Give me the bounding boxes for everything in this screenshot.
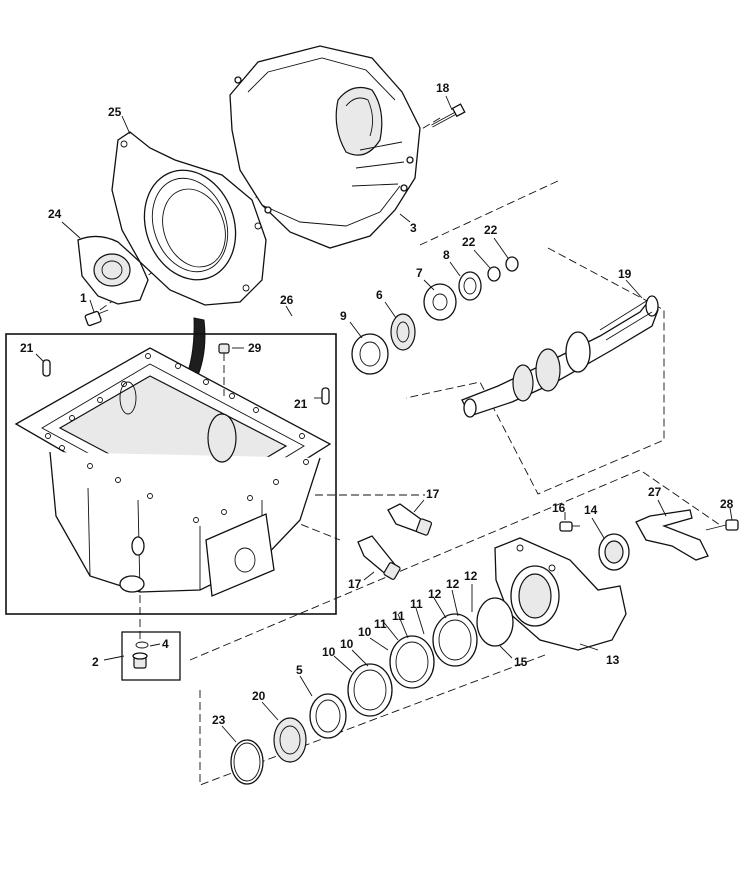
drain-plug-group [121, 631, 181, 681]
dowel-pins-part-21 [42, 359, 330, 405]
callout-28: 28 [720, 497, 734, 511]
callout-11-a: 11 [374, 617, 387, 631]
callout-13: 13 [606, 653, 620, 667]
callout-10-b: 10 [340, 637, 354, 651]
callout-12-b: 12 [446, 577, 460, 591]
callout-2: 2 [92, 655, 99, 669]
callout-15: 15 [514, 655, 528, 669]
callout-4: 4 [162, 637, 169, 651]
callout-14: 14 [584, 503, 598, 517]
callout-17-top: 17 [426, 487, 440, 501]
transmission-case [14, 347, 332, 597]
callout-27: 27 [648, 485, 662, 499]
cover-plate-part-24 [77, 235, 149, 305]
callout-29: 29 [248, 341, 262, 355]
callout-12-a: 12 [428, 587, 442, 601]
callout-25: 25 [108, 105, 122, 119]
callout-22-right: 22 [484, 223, 498, 237]
adapter-plate-part-25 [111, 131, 267, 306]
callout-12-c: 12 [464, 569, 478, 583]
callout-3: 3 [410, 221, 417, 235]
housing-part-13 [494, 537, 627, 651]
callout-18: 18 [436, 81, 450, 95]
callout-22-left: 22 [462, 235, 476, 249]
shaft-bearings [351, 256, 519, 375]
callout-8: 8 [443, 248, 450, 262]
seal-and-screw [559, 521, 630, 571]
callout-10-c: 10 [358, 625, 372, 639]
callout-21-right: 21 [294, 397, 308, 411]
callout-11-c: 11 [410, 597, 423, 611]
callout-6: 6 [376, 288, 383, 302]
clutch-rings [347, 597, 514, 717]
bolt-part-18 [431, 103, 466, 128]
plug-part-29 [218, 343, 230, 396]
callout-10-a: 10 [322, 645, 336, 659]
callout-21-left: 21 [20, 341, 34, 355]
callout-23: 23 [212, 713, 226, 727]
callout-5: 5 [296, 663, 303, 677]
sensor-parts-17 [357, 503, 433, 580]
bolt-part-1 [84, 309, 109, 327]
callout-19: 19 [618, 267, 632, 281]
callout-20: 20 [252, 689, 266, 703]
leader-lines [35, 95, 733, 743]
callouts: 18 3 25 24 1 26 21 29 21 9 6 7 8 22 22 1… [20, 81, 734, 727]
callout-7: 7 [416, 266, 423, 280]
bell-housing-part-3 [229, 45, 421, 249]
callout-17-bottom: 17 [348, 577, 362, 591]
input-shaft-part-19 [461, 295, 659, 418]
bracket-part-27 [635, 509, 739, 561]
callout-24: 24 [48, 207, 62, 221]
callout-26: 26 [280, 293, 294, 307]
callout-9: 9 [340, 309, 347, 323]
callout-16: 16 [552, 501, 566, 515]
callout-11-b: 11 [392, 609, 405, 623]
bearing-set [230, 693, 347, 785]
callout-1: 1 [80, 291, 87, 305]
group-box-part-26 [5, 333, 337, 615]
